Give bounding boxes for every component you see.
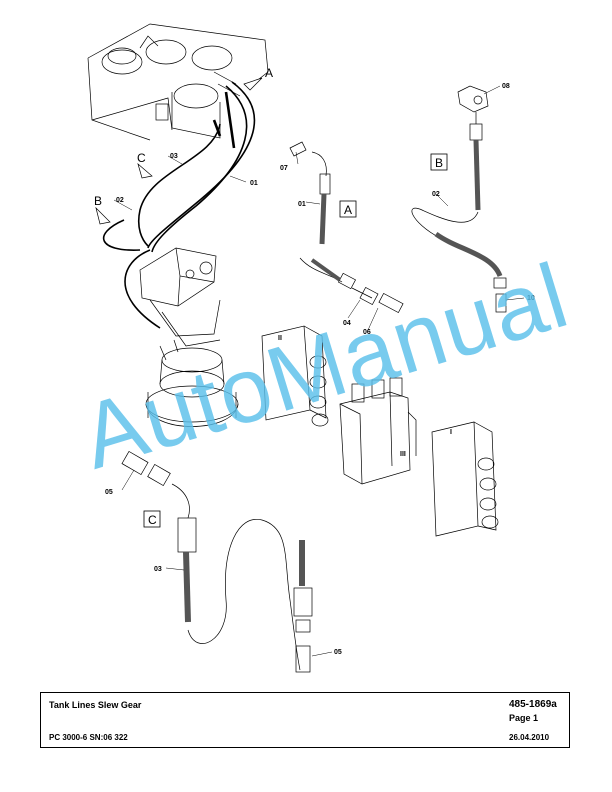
- part-label-05: 05: [105, 489, 113, 496]
- title-block: Tank Lines Slew Gear 485-1869a Page 1 PC…: [40, 692, 570, 748]
- view-box-b: B: [430, 153, 448, 171]
- drawing-title: Tank Lines Slew Gear: [49, 700, 142, 710]
- part-label-03: 03: [170, 153, 178, 160]
- svg-text:B: B: [435, 156, 443, 170]
- view-box-a: A: [339, 200, 357, 218]
- view-a-fittings: [289, 141, 404, 314]
- document-date: 26.04.2010: [509, 733, 550, 742]
- valve-block-i: [431, 421, 499, 537]
- valve-label-ii: II: [278, 335, 282, 342]
- document-number: 485-1869a: [509, 699, 557, 710]
- svg-text:A: A: [344, 203, 352, 217]
- part-label-04: 04: [343, 320, 351, 327]
- page-number: Page 1: [509, 713, 539, 723]
- valve-block-ii: [261, 325, 329, 427]
- hose-lines-main: [102, 81, 256, 329]
- tank-block-assembly: [87, 23, 269, 141]
- leader-lines: [113, 85, 525, 657]
- part-label-02b: 02: [432, 191, 440, 198]
- view-box-c: C: [143, 510, 161, 528]
- part-label-01: 01: [250, 180, 258, 187]
- arrow-label-a: A: [265, 66, 273, 80]
- arrow-label-c: C: [137, 151, 146, 165]
- part-label-08: 08: [502, 83, 510, 90]
- part-label-05b: 05: [334, 649, 342, 656]
- valve-label-i: I: [450, 429, 452, 436]
- part-label-03b: 03: [154, 566, 162, 573]
- valve-label-iii: III: [400, 451, 406, 458]
- view-c-fittings: [121, 450, 313, 673]
- part-label-01b: 01: [298, 201, 306, 208]
- arrow-label-b: B: [94, 194, 102, 208]
- slew-gear-motor: [139, 247, 239, 427]
- part-label-07: 07: [280, 165, 288, 172]
- model-serial: PC 3000-6 SN:06 322: [49, 733, 128, 742]
- part-label-06: 06: [363, 329, 371, 336]
- svg-text:C: C: [148, 513, 157, 527]
- view-b-fittings: [411, 85, 507, 313]
- valve-block-iii: [339, 377, 417, 485]
- part-label-02: 02: [116, 197, 124, 204]
- part-label-10: 10: [527, 295, 535, 302]
